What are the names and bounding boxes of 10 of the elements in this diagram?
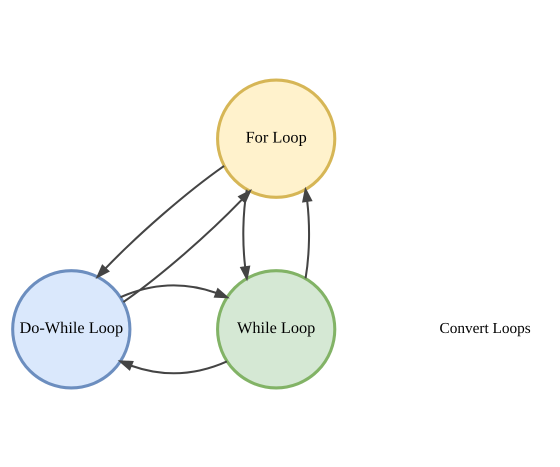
node-circle: Do-While Loop (11, 268, 132, 389)
node-circle: For Loop (216, 78, 336, 198)
arrow (120, 284, 230, 298)
arrow (240, 189, 250, 281)
arrow (118, 360, 228, 374)
arrow (96, 164, 225, 278)
arrow (122, 188, 252, 302)
node-circle: While Loop (216, 268, 336, 389)
arrow (302, 186, 313, 278)
label: Convert Loops (440, 319, 531, 336)
